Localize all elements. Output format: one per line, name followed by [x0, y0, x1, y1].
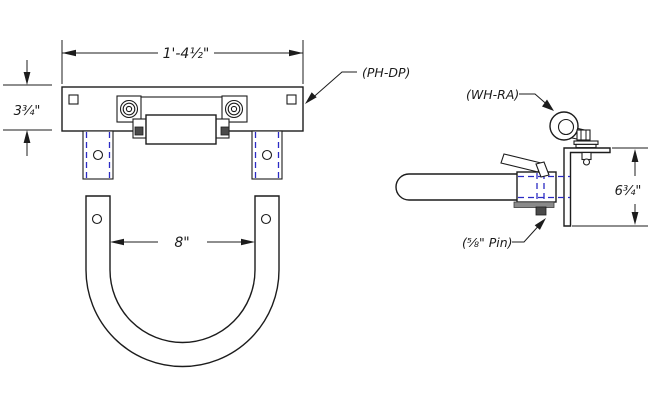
clevis-pin-left — [134, 126, 144, 136]
arrowhead-left — [110, 238, 124, 246]
arrowhead — [534, 218, 546, 230]
plate-height-dimension: 3¾" — [3, 60, 52, 156]
wheel-hub-hole — [557, 118, 575, 136]
extension-lines — [3, 84, 52, 131]
wheel-callout: (WH-RA) — [466, 87, 554, 111]
bar-hole-left — [68, 94, 79, 105]
hoop-hole-right — [260, 213, 272, 225]
part-label-text: (PH-DP) — [362, 65, 410, 80]
leader-line — [308, 71, 357, 102]
wheel-label-text: (WH-RA) — [466, 87, 519, 102]
hidden-line-tab-left — [85, 132, 111, 178]
plate-height-text: 3¾" — [14, 104, 41, 119]
arrowhead-left — [62, 49, 76, 57]
pin-end — [535, 206, 547, 216]
bolt-end — [582, 158, 591, 166]
width-dimension-text: 1'-4½" — [163, 46, 210, 62]
pin-lever — [500, 153, 542, 173]
tab-hole-left — [92, 149, 104, 161]
pin-label-text: (⅝" Pin) — [462, 235, 513, 250]
pin-callout: (⅝" Pin) — [462, 218, 546, 250]
roller — [145, 114, 217, 145]
arrowhead — [542, 99, 554, 111]
hoop-width-dimension: 8" — [110, 235, 255, 251]
bolt-left-head — [125, 105, 133, 113]
extension-lines — [61, 40, 304, 84]
arrowhead-right — [241, 238, 255, 246]
bolt-right-head — [230, 105, 238, 113]
part-callout: (PH-DP) — [305, 65, 410, 104]
hoop-width-text: 8" — [174, 235, 189, 251]
hidden-line-pin — [536, 173, 545, 203]
height-dimension: 6¾" — [572, 147, 648, 227]
arrowhead-up — [631, 149, 639, 162]
clevis-pin-right — [220, 126, 230, 136]
hoop-hole-left — [91, 213, 103, 225]
arrowhead-right — [289, 49, 303, 57]
u-hoop — [85, 195, 280, 368]
height-dimension-text: 6¾" — [615, 184, 642, 199]
leader-line — [512, 220, 544, 243]
arrowhead-down — [631, 212, 639, 225]
bolt-under-flange — [581, 151, 592, 161]
bar-hole-right — [286, 94, 297, 105]
width-dimension: 1'-4½" — [61, 40, 304, 84]
nut-facets — [580, 130, 587, 140]
handle-rod — [395, 173, 518, 201]
l-bracket — [563, 147, 611, 227]
keeper-plate — [513, 201, 555, 208]
arrowhead-down — [23, 72, 31, 85]
arrowhead — [305, 92, 317, 104]
mount-nut — [576, 129, 591, 141]
tab-hole-right — [261, 149, 273, 161]
front-view: 1'-4½" 3¾" 8" (PH-DP) — [3, 40, 410, 368]
side-view: (WH-RA) (⅝" Pin) 6¾" — [395, 87, 648, 250]
extension-lines — [572, 147, 648, 227]
arrowhead-up — [23, 130, 31, 143]
washer-bottom — [575, 143, 597, 149]
pin-lever-neck — [535, 161, 550, 178]
hidden-line-tab-right — [254, 132, 280, 178]
